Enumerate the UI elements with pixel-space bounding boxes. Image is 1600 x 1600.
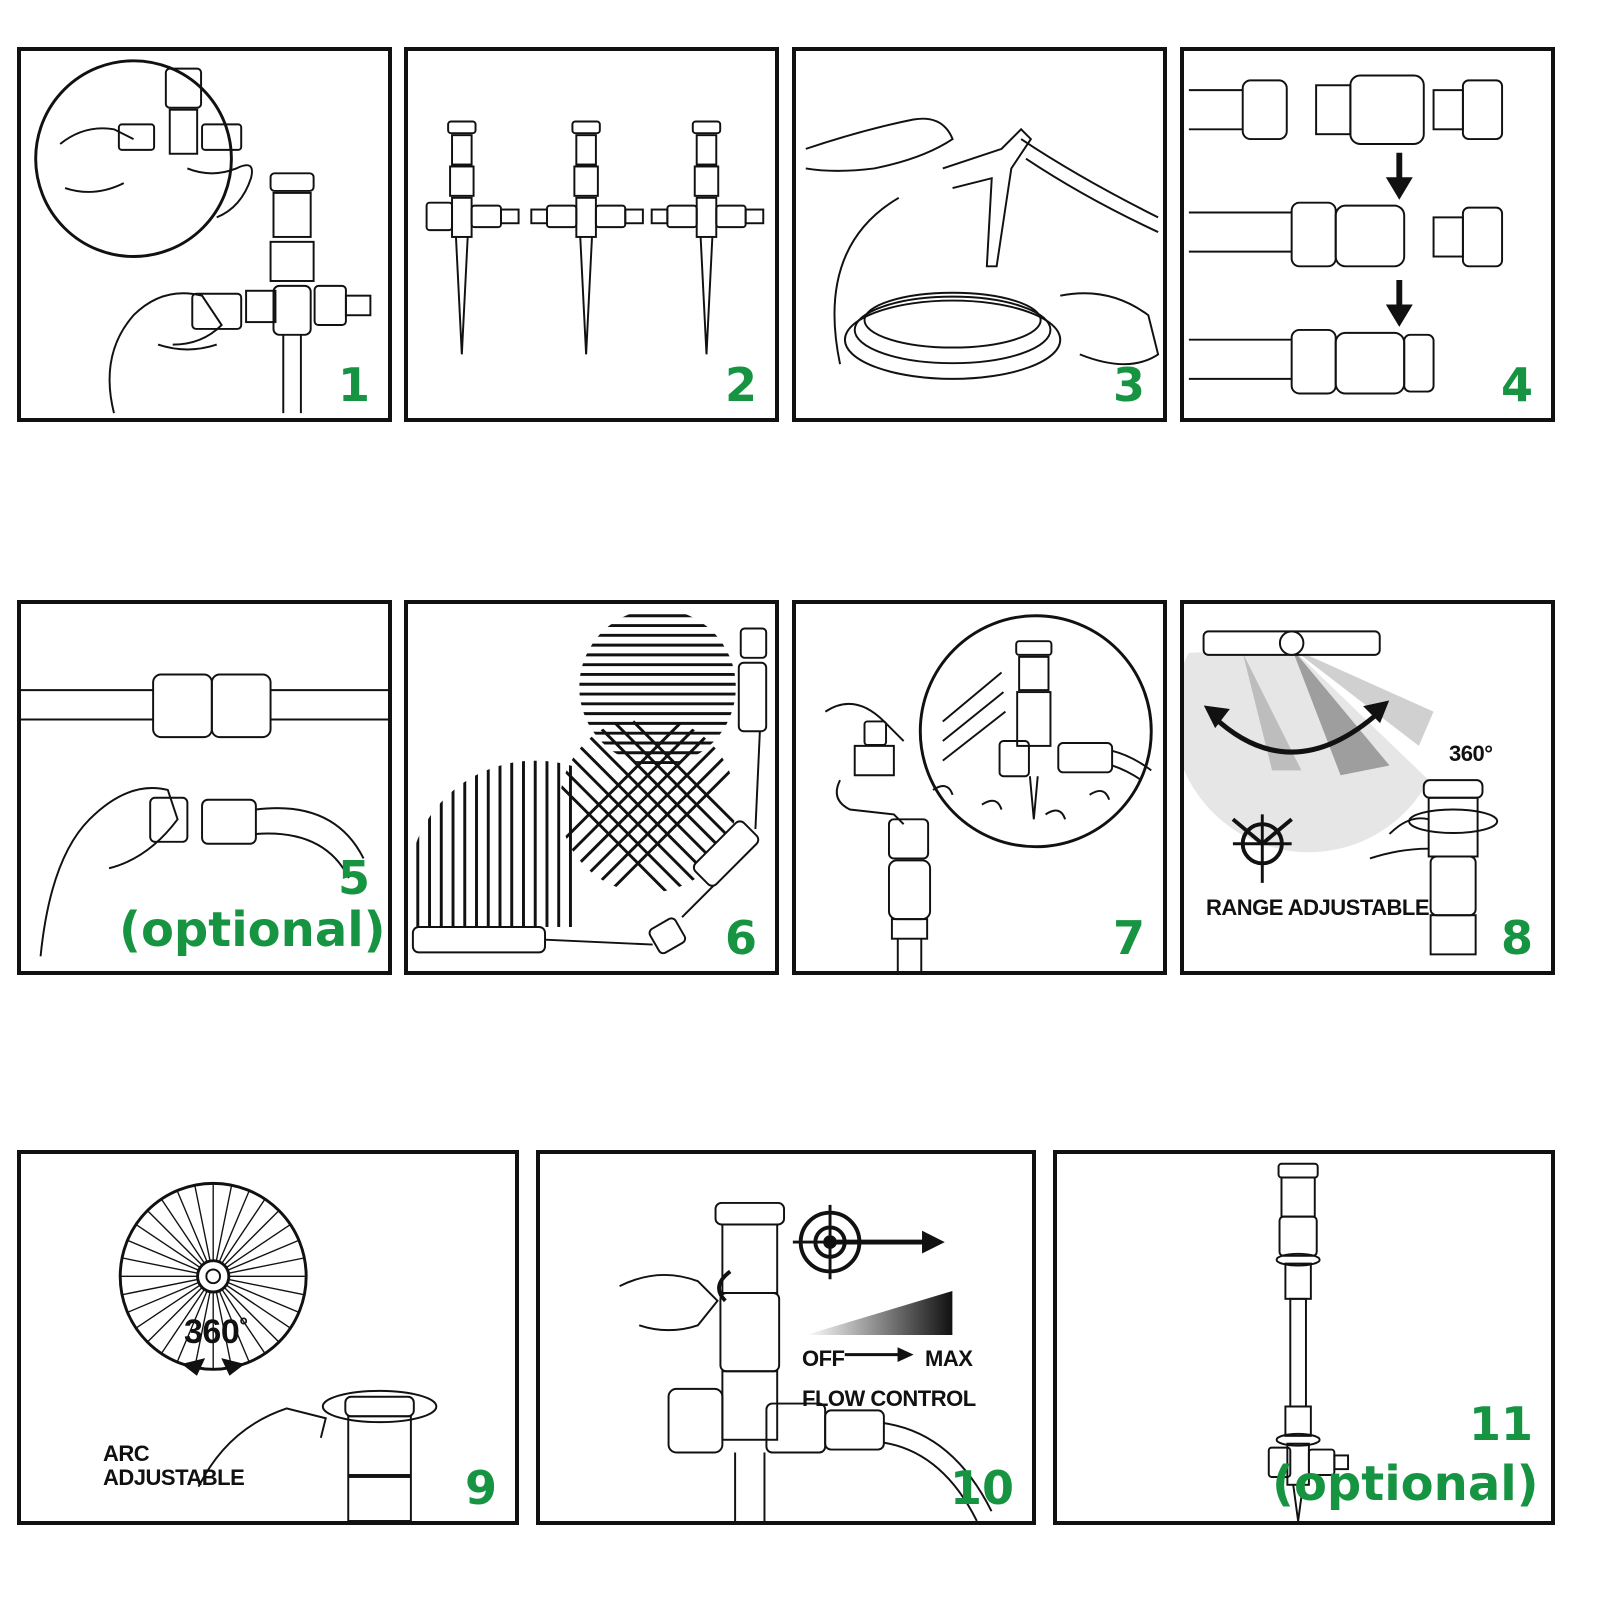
step-8-panel: 360° RANGE ADJUSTABLE 8: [1180, 600, 1555, 975]
degree-value: 360: [184, 1313, 240, 1351]
attach-connectors-illustration: [34, 59, 372, 414]
step-number: 5: [337, 851, 370, 905]
arc-adjustable-label: ARC ADJUSTABLE: [103, 1441, 245, 1491]
arc-label-line-2: ADJUSTABLE: [103, 1465, 245, 1491]
step-3-panel: 3: [792, 47, 1167, 422]
step-number: 2: [724, 358, 757, 412]
step-4-panel: 4: [1180, 47, 1555, 422]
sprinkler-layout-illustration: [411, 614, 768, 955]
flow-control-illustration: [619, 1201, 993, 1521]
degree-label: 360°: [184, 1313, 248, 1351]
connect-to-faucet-illustration: [824, 614, 1153, 971]
hose-mender-illustration: [21, 673, 388, 957]
arc-label-line-1: ARC: [103, 1441, 150, 1466]
range-adjust-illustration: [1184, 630, 1499, 956]
off-label: OFF: [802, 1346, 845, 1371]
arc-adjust-illustration: [118, 1181, 438, 1521]
step-number: 1: [337, 358, 370, 412]
step-number: 7: [1112, 911, 1145, 965]
step-11-panel: 11 (optional): [1053, 1150, 1555, 1525]
step-number: 10: [949, 1461, 1014, 1515]
step-number: 8: [1500, 911, 1533, 965]
step-2-panel: 2: [404, 47, 779, 422]
step-7-panel: 7: [792, 600, 1167, 975]
range-adjustable-label: RANGE ADJUSTABLE: [1206, 895, 1430, 920]
cut-hose-illustration: [805, 117, 1160, 380]
degree-symbol: °: [239, 1313, 248, 1338]
optional-note: (optional): [119, 902, 386, 958]
extension-tube-illustration: [1267, 1162, 1350, 1521]
three-sprinklers-illustration: [425, 120, 765, 355]
step-10-panel: OFF MAX FLOW CONTROL 10: [536, 1150, 1036, 1525]
step-6-panel: 6: [404, 600, 779, 975]
step-1-panel: 1: [17, 47, 392, 422]
step-9-panel: 360° ARC ADJUSTABLE 9: [17, 1150, 519, 1525]
step-number: 3: [1112, 358, 1145, 412]
degree-label: 360°: [1449, 741, 1493, 766]
step-number: 9: [464, 1461, 497, 1515]
step-number: 6: [724, 911, 757, 965]
optional-note: (optional): [1272, 1456, 1539, 1512]
step-number: 11: [1468, 1397, 1533, 1451]
connector-assembly-illustration: [1188, 74, 1504, 395]
step-number: 4: [1500, 358, 1533, 412]
flow-control-label: FLOW CONTROL: [802, 1386, 976, 1411]
step-5-panel: 5 (optional): [17, 600, 392, 975]
max-label: MAX: [925, 1346, 973, 1371]
